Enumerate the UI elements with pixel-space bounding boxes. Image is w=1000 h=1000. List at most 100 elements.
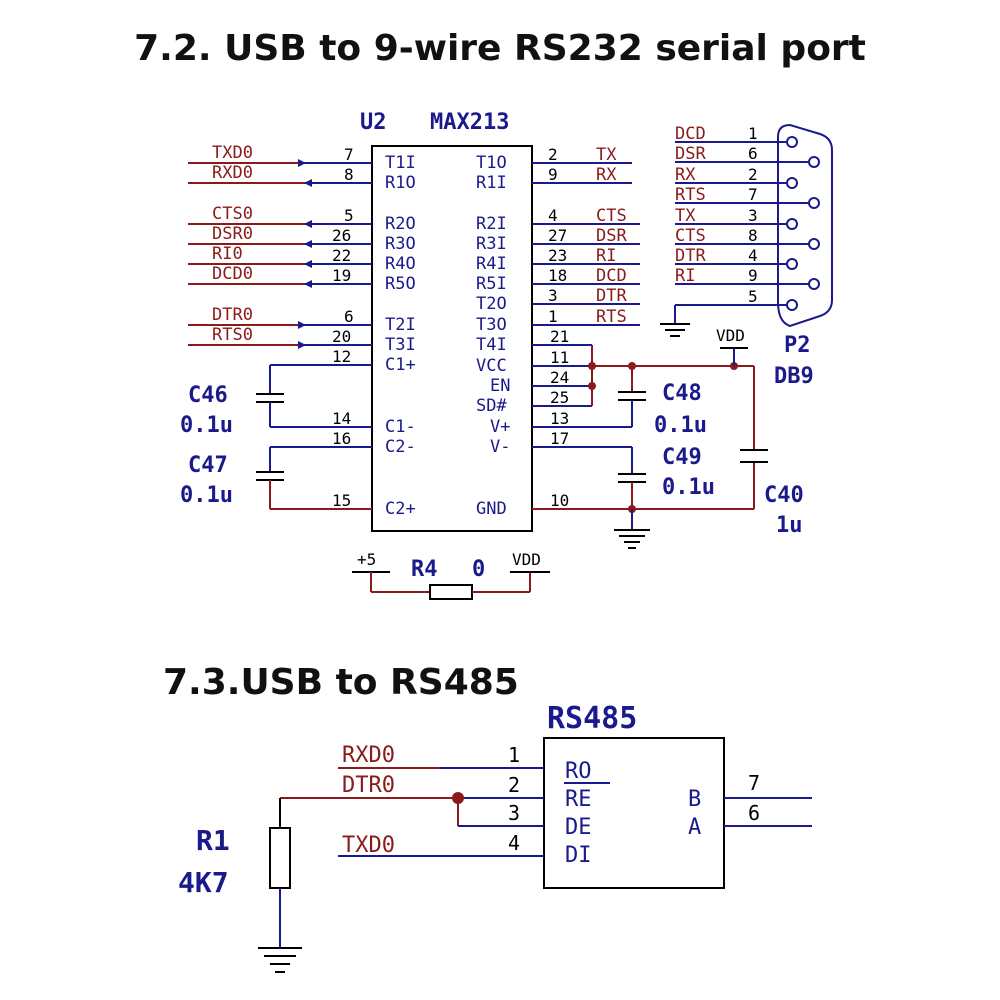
svg-text:DI: DI (565, 843, 592, 868)
svg-text:4: 4 (508, 831, 520, 855)
pin-number: 25 (550, 388, 569, 407)
resistor-r4: +5 R4 0 VDD (352, 550, 550, 600)
cap-ref: C48 (662, 381, 702, 406)
pin-name: R4O (385, 254, 416, 274)
pin-name: T2I (385, 315, 416, 335)
r4-right-label: VDD (512, 550, 541, 569)
net-label: DTR (596, 286, 627, 306)
section-title-rs485: 7.3.USB to RS485 (163, 662, 519, 703)
pin-name: C2- (385, 437, 416, 457)
r4-ref: R4 (411, 557, 438, 582)
r4-value: 0 (472, 557, 485, 582)
svg-text:DTR: DTR (675, 246, 706, 266)
net-label: CTS (596, 206, 627, 226)
pin-number: 27 (548, 226, 567, 245)
capacitor-c48: C48 0.1u (618, 366, 707, 438)
pin-number: 18 (548, 266, 567, 285)
net-label: DSR (596, 226, 627, 246)
svg-text:A: A (688, 815, 701, 840)
pin-number: 10 (550, 491, 569, 510)
p2-type: DB9 (774, 364, 814, 389)
cap-value: 0.1u (180, 413, 233, 438)
capacitor-c47: C47 0.1u (180, 447, 284, 509)
svg-text:3: 3 (748, 206, 758, 225)
pin-number: 24 (550, 368, 569, 387)
pin-number: 3 (548, 286, 558, 305)
r1-value: 4K7 (178, 866, 229, 899)
section-title-rs232: 7.2. USB to 9-wire RS232 serial port (134, 28, 866, 69)
pin-number: 9 (548, 165, 558, 184)
pin-name: GND (476, 499, 507, 519)
svg-text:DSR: DSR (675, 144, 706, 164)
svg-text:RO: RO (565, 759, 592, 784)
pin-name: R3I (476, 234, 507, 254)
pin-name: V- (490, 437, 510, 457)
svg-text:DE: DE (565, 815, 592, 840)
pin-number: 19 (332, 266, 351, 285)
cap-value: 0.1u (662, 475, 715, 500)
svg-text:1: 1 (748, 124, 758, 143)
pin-name: R4I (476, 254, 507, 274)
pin-number: 22 (332, 246, 351, 265)
svg-text:RXD0: RXD0 (342, 743, 395, 768)
net-label: CTS0 (212, 204, 253, 224)
pin-name: T2O (476, 294, 507, 314)
svg-text:8: 8 (748, 226, 758, 245)
pin-number: 23 (548, 246, 567, 265)
cap-value: 1u (776, 513, 803, 538)
svg-text:2: 2 (748, 165, 758, 184)
net-label: DSR0 (212, 224, 253, 244)
pin-name: R3O (385, 234, 416, 254)
cap-value: 0.1u (180, 483, 233, 508)
svg-text:3: 3 (508, 801, 520, 825)
svg-text:4: 4 (748, 246, 758, 265)
cap-value: 0.1u (654, 413, 707, 438)
net-label: TXD0 (212, 143, 253, 163)
svg-text:DTR0: DTR0 (342, 773, 395, 798)
svg-text:RI: RI (675, 266, 695, 286)
u2-ref: U2 (360, 110, 387, 135)
pin-number: 1 (548, 307, 558, 326)
pin-number: 26 (332, 226, 351, 245)
svg-text:5: 5 (748, 287, 758, 306)
pin-number: 7 (344, 145, 354, 164)
rs485-chip: RS485 RO RE DE DI B A (543, 701, 725, 889)
u2-left-pins: TXD0 7 T1I RXD0 8 R1O CTS0 5 R2O DSR0 26… (188, 143, 416, 519)
r1-ref: R1 (196, 824, 230, 857)
u2-part: MAX213 (430, 110, 509, 135)
pin-number: 4 (548, 206, 558, 225)
pin-name: C2+ (385, 499, 416, 519)
net-label: RI (596, 246, 616, 266)
svg-text:DCD: DCD (675, 124, 706, 144)
pin-number: 2 (548, 145, 558, 164)
pin-name: C1- (385, 417, 416, 437)
svg-text:9: 9 (748, 266, 758, 285)
svg-text:B: B (688, 787, 701, 812)
pin-name: SD# (476, 396, 507, 416)
db9-connector: P2 DB9 (774, 123, 833, 389)
pin-name: R1I (476, 173, 507, 193)
pin-name: R5I (476, 274, 507, 294)
capacitor-c40: C40 1u (628, 449, 804, 538)
net-label: TX (596, 145, 617, 165)
capacitor-c46: C46 0.1u (180, 365, 284, 438)
svg-text:6: 6 (748, 144, 758, 163)
pin-name: C1+ (385, 355, 416, 375)
pin-number: 6 (344, 307, 354, 326)
svg-text:RX: RX (675, 165, 696, 185)
pin-number: 21 (550, 327, 569, 346)
svg-text:7: 7 (748, 185, 758, 204)
pin-name: R5O (385, 274, 416, 294)
vdd-label: VDD (716, 326, 745, 345)
net-label: DTR0 (212, 305, 253, 325)
svg-text:7: 7 (748, 771, 760, 795)
pin-number: 14 (332, 409, 351, 428)
pin-name: V+ (490, 417, 510, 437)
pin-number: 11 (550, 348, 569, 367)
svg-text:RE: RE (565, 787, 592, 812)
pin-number: 5 (344, 206, 354, 225)
pin-name: R1O (385, 173, 416, 193)
pin-number: 8 (344, 165, 354, 184)
